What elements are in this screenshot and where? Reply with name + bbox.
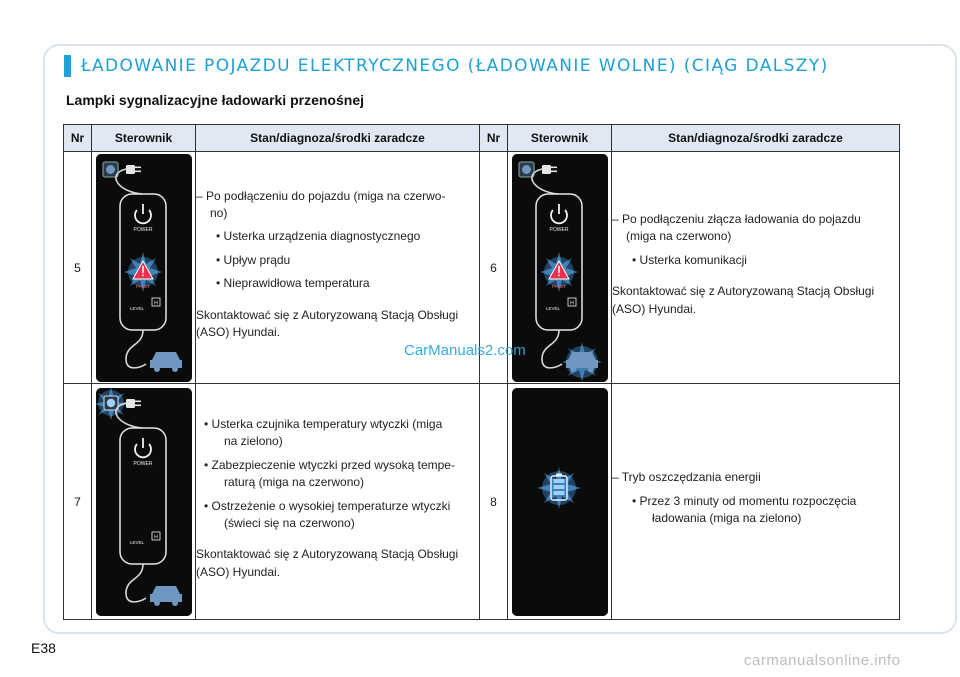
column-header-status: Stan/diagnoza/środki zaradcze bbox=[195, 124, 480, 152]
power-icon bbox=[549, 203, 568, 224]
row-number: 7 bbox=[63, 383, 92, 620]
socket-icon bbox=[102, 161, 118, 177]
status-bullet: • Usterka czujnika temperatury wtyczki (… bbox=[204, 416, 443, 449]
footer-site-mark: carmanualsonline.info bbox=[744, 652, 901, 669]
row-number: 5 bbox=[63, 151, 92, 384]
table-row: 7 bbox=[63, 383, 900, 620]
plug-icon bbox=[125, 164, 141, 174]
status-description: – Tryb oszczędzania energii • Przez 3 mi… bbox=[611, 383, 900, 620]
status-line: – Po podłączeniu złącza ładowania do poj… bbox=[612, 212, 861, 244]
car-icon bbox=[149, 585, 182, 606]
charger-controller-comm-fault-image: POWER FAULT LEVEL H bbox=[511, 153, 608, 382]
contact-note: Skontaktować się z Autoryzowaną Stacją O… bbox=[196, 307, 459, 339]
fault-warning-icon bbox=[547, 259, 570, 279]
charger-controller-plug-temp-image: POWER LEVEL H bbox=[95, 387, 192, 616]
section-subtitle: Lampki sygnalizacyjne ładowarki przenośn… bbox=[66, 92, 364, 108]
level-label: LEVEL bbox=[130, 306, 145, 311]
status-line: – Po podłączeniu do pojazdu (miga na cze… bbox=[196, 188, 446, 221]
contact-note: Skontaktować się z Autoryzowaną Stacją O… bbox=[612, 284, 875, 316]
status-bullet: • Usterka komunikacji bbox=[632, 252, 747, 267]
watermark: CarManuals2.com bbox=[404, 342, 526, 359]
power-label: POWER bbox=[133, 461, 152, 467]
status-description: – Po podłączeniu złącza ładowania do poj… bbox=[611, 151, 900, 384]
contact-note: Skontaktować się z Autoryzowaną Stacją O… bbox=[196, 547, 459, 579]
row-number: 8 bbox=[479, 383, 508, 620]
column-header-controller: Sterownik bbox=[507, 124, 612, 152]
title-accent-bar bbox=[64, 55, 71, 77]
status-bullet: • Upływ prądu bbox=[216, 252, 291, 267]
charger-controller-fault-image: POWER FAULT LEVEL H bbox=[95, 153, 192, 382]
indicator-lamps-table: Nr Sterownik Stan/diagnoza/środki zaradc… bbox=[63, 124, 900, 620]
charger-controller-eco-mode-image bbox=[511, 387, 608, 616]
controller-illustration: POWER FAULT LEVEL H bbox=[91, 151, 196, 384]
table-row: 5 bbox=[63, 151, 900, 384]
fault-warning-icon bbox=[131, 259, 154, 279]
table-header-row: Nr Sterownik Stan/diagnoza/środki zaradc… bbox=[63, 124, 900, 152]
page-number: E38 bbox=[31, 640, 56, 656]
plug-icon bbox=[125, 398, 141, 408]
socket-icon bbox=[518, 161, 534, 177]
status-bullet: • Nieprawidłowa temperatura bbox=[216, 276, 370, 291]
power-icon bbox=[133, 437, 152, 458]
controller-illustration bbox=[507, 383, 612, 620]
car-icon-glowing bbox=[565, 351, 598, 372]
socket-icon-glowing bbox=[103, 395, 118, 410]
status-bullet: • Usterka urządzenia diagnostycznego bbox=[216, 229, 421, 244]
page-title: ŁADOWANIE POJAZDU ELEKTRYCZNEGO (ŁADOWAN… bbox=[81, 56, 829, 76]
level-h-label: H bbox=[154, 534, 158, 540]
level-label: LEVEL bbox=[130, 540, 145, 545]
status-description: • Usterka czujnika temperatury wtyczki (… bbox=[195, 383, 480, 620]
level-h-label: H bbox=[154, 300, 158, 306]
battery-icon bbox=[549, 473, 568, 501]
status-bullet: • Zabezpieczenie wtyczki przed wysoką te… bbox=[204, 457, 455, 490]
car-icon bbox=[149, 351, 182, 372]
status-description: – Po podłączeniu do pojazdu (miga na cze… bbox=[195, 151, 480, 384]
controller-illustration: POWER LEVEL H bbox=[91, 383, 196, 620]
column-header-controller: Sterownik bbox=[91, 124, 196, 152]
fault-label: FAULT bbox=[136, 284, 150, 289]
status-bullet: • Ostrzeżenie o wysokiej temperaturze wt… bbox=[204, 498, 451, 530]
controller-illustration: POWER FAULT LEVEL H bbox=[507, 151, 612, 384]
power-label: POWER bbox=[549, 227, 568, 233]
column-header-nr: Nr bbox=[63, 124, 92, 152]
power-icon bbox=[133, 203, 152, 224]
fault-label: FAULT bbox=[552, 284, 566, 289]
column-header-nr: Nr bbox=[479, 124, 508, 152]
power-label: POWER bbox=[133, 227, 152, 233]
level-label: LEVEL bbox=[546, 306, 561, 311]
level-h-label: H bbox=[570, 300, 574, 306]
status-line: – Tryb oszczędzania energii bbox=[612, 470, 761, 485]
column-header-status: Stan/diagnoza/środki zaradcze bbox=[611, 124, 900, 152]
plug-icon bbox=[541, 164, 557, 174]
section-title-bar: ŁADOWANIE POJAZDU ELEKTRYCZNEGO (ŁADOWAN… bbox=[64, 54, 829, 78]
